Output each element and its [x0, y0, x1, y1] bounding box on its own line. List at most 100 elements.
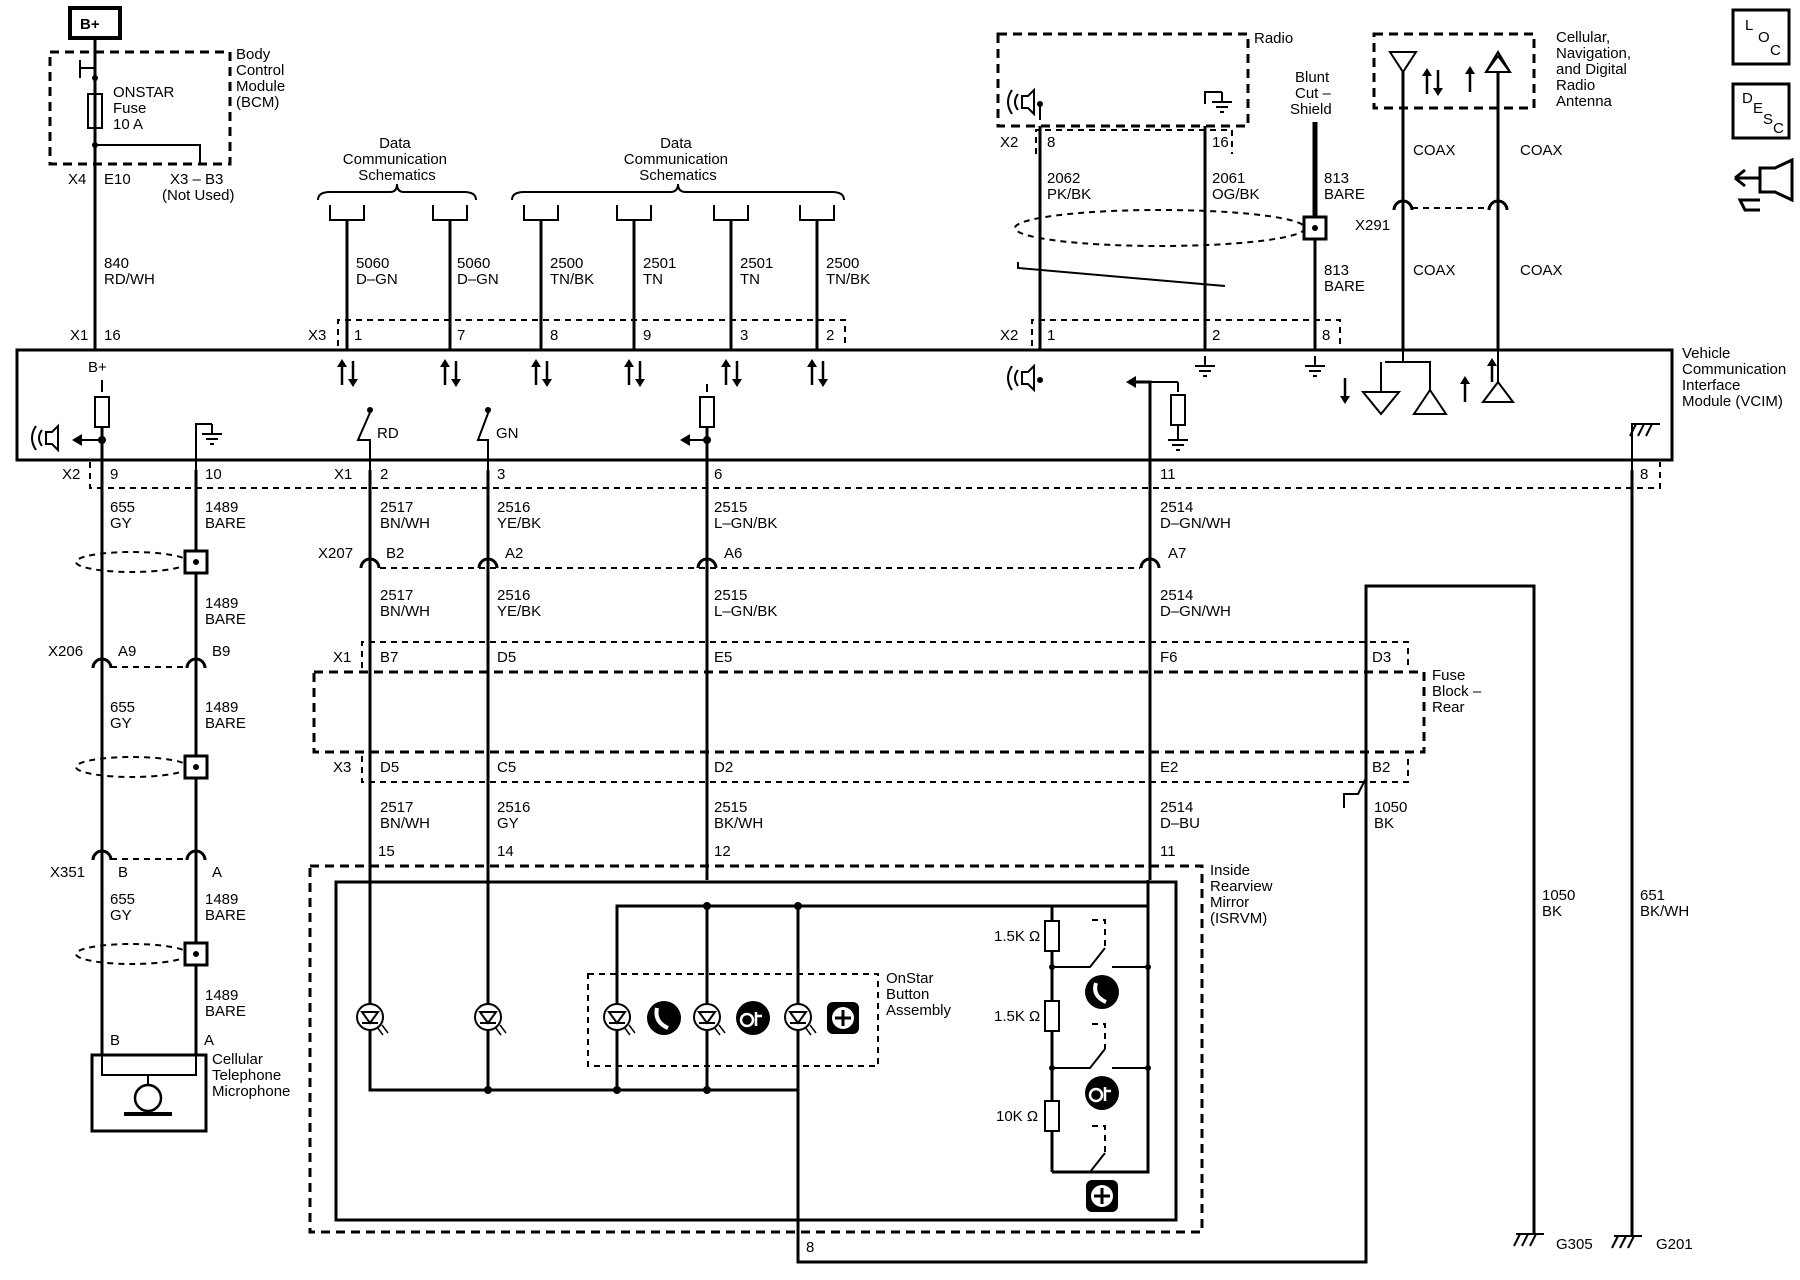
isrvm-label: Inside Rearview Mirror (ISRVM)	[1210, 862, 1277, 927]
svg-text:X1: X1	[333, 649, 351, 666]
connector-x4: X4	[68, 171, 86, 188]
wire-1050-color: BK	[1542, 903, 1562, 920]
data-communication-group-2[interactable]: Data Communication Schematics	[511, 135, 845, 221]
fuse-block-rear	[312, 670, 1426, 754]
onstar-switch-icon[interactable]	[1085, 1076, 1119, 1110]
body-control-module: Body Control Module (BCM) ONSTAR Fuse 10…	[48, 46, 289, 240]
cellular-antenna-arrows	[1420, 66, 1445, 98]
radio-pin-16: 16	[1212, 134, 1229, 151]
connector-x3-pins: X3 1 7 8 9 3 2	[308, 327, 834, 344]
isrvm-pin-8: 8	[806, 1239, 814, 1256]
emergency-icon[interactable]	[827, 1002, 859, 1034]
data-comm-label-2: Data Communication Schematics	[624, 135, 732, 184]
vcim-bias-resistor	[94, 396, 110, 428]
radio-module: Radio	[996, 30, 1293, 128]
svg-text:D3: D3	[1372, 649, 1391, 666]
mic-shield-splice-3	[183, 941, 209, 967]
fuse-block-x1-pins: X1 B7 D5 E5 F6 D3	[333, 649, 1391, 666]
svg-text:F6: F6	[1160, 649, 1178, 666]
svg-text:11: 11	[1160, 466, 1176, 483]
vcim-pin6-resistor	[699, 396, 715, 428]
loc-letter-l: L	[1745, 17, 1753, 34]
fuse-block-x3-pins: X3 D5 C5 D2 E2 B2	[333, 759, 1390, 776]
radio-audio-output-icon	[1007, 89, 1035, 115]
red-status-led	[356, 1003, 389, 1036]
wire-1050-fb-num: 1050	[1374, 799, 1407, 816]
svg-text:12: 12	[714, 843, 731, 860]
fuse-block-label: Fuse Block – Rear	[1432, 667, 1485, 716]
twisted-shield-radio	[1014, 209, 1306, 247]
svg-text:X2: X2	[62, 466, 80, 483]
svg-text:10: 10	[205, 466, 222, 483]
connector-x3-b3: X3 – B3	[170, 171, 223, 188]
inside-rearview-mirror: Inside Rearview Mirror (ISRVM)	[308, 862, 1277, 1234]
ground-g201-symbol	[1611, 1235, 1643, 1249]
emergency-switch-icon[interactable]	[1086, 1180, 1118, 1212]
onstar-button-led	[693, 1003, 726, 1036]
svg-text:8: 8	[550, 327, 558, 344]
onstar-icon[interactable]	[736, 1001, 770, 1035]
svg-text:2: 2	[826, 327, 834, 344]
svg-text:E2: E2	[1160, 759, 1178, 776]
svg-text:7: 7	[457, 327, 465, 344]
mic-pin-a: A	[204, 1032, 214, 1049]
svg-text:1: 1	[354, 327, 362, 344]
microphone-label: Cellular Telephone Microphone	[212, 1051, 290, 1100]
resistor-10k	[1044, 1100, 1060, 1132]
vcim-label: Vehicle Communication Interface Module (…	[1682, 345, 1790, 410]
connector-end-view-icon[interactable]	[1734, 157, 1794, 212]
phone-switch-icon[interactable]	[1085, 975, 1119, 1009]
data-communication-group-1[interactable]: Data Communication Schematics	[317, 135, 477, 221]
isrvm-pin-numbers: 15 14 12 11	[378, 843, 1176, 860]
svg-text:9: 9	[110, 466, 118, 483]
svg-text:B7: B7	[380, 649, 398, 666]
svg-text:6: 6	[714, 466, 722, 483]
svg-text:C5: C5	[497, 759, 516, 776]
vcim-rd-led-driver: RD	[377, 425, 399, 442]
ground-g305-symbol	[1513, 1233, 1545, 1247]
phone-icon[interactable]	[647, 1001, 681, 1035]
svg-text:15: 15	[378, 843, 395, 860]
desc-icon[interactable]: D E S C	[1731, 82, 1791, 140]
resistor-1-5k-a	[1044, 920, 1060, 952]
svg-text:X1: X1	[334, 466, 352, 483]
desc-letter-d: D	[1742, 90, 1753, 107]
pin-e10: E10	[104, 171, 131, 188]
connector-x1: X1	[70, 327, 88, 344]
ground-g201: G201	[1656, 1236, 1693, 1253]
svg-text:X3: X3	[308, 327, 326, 344]
bcm-label: Body Control Module (BCM)	[236, 46, 289, 111]
emergency-button-led	[784, 1003, 817, 1036]
data-comm-label-1: Data Communication Schematics	[343, 135, 451, 184]
mic-shield-splice-2	[183, 754, 209, 780]
svg-text:11: 11	[1160, 843, 1176, 860]
svg-text:COAX: COAX	[1413, 142, 1456, 159]
loc-icon[interactable]: L O C	[1731, 8, 1791, 66]
x351-pin-b: B	[118, 864, 128, 881]
coax-labels: COAX COAX COAX COAX	[1413, 142, 1563, 279]
not-used-note: (Not Used)	[162, 187, 235, 204]
antenna-label: Cellular, Navigation, and Digital Radio …	[1556, 29, 1635, 110]
